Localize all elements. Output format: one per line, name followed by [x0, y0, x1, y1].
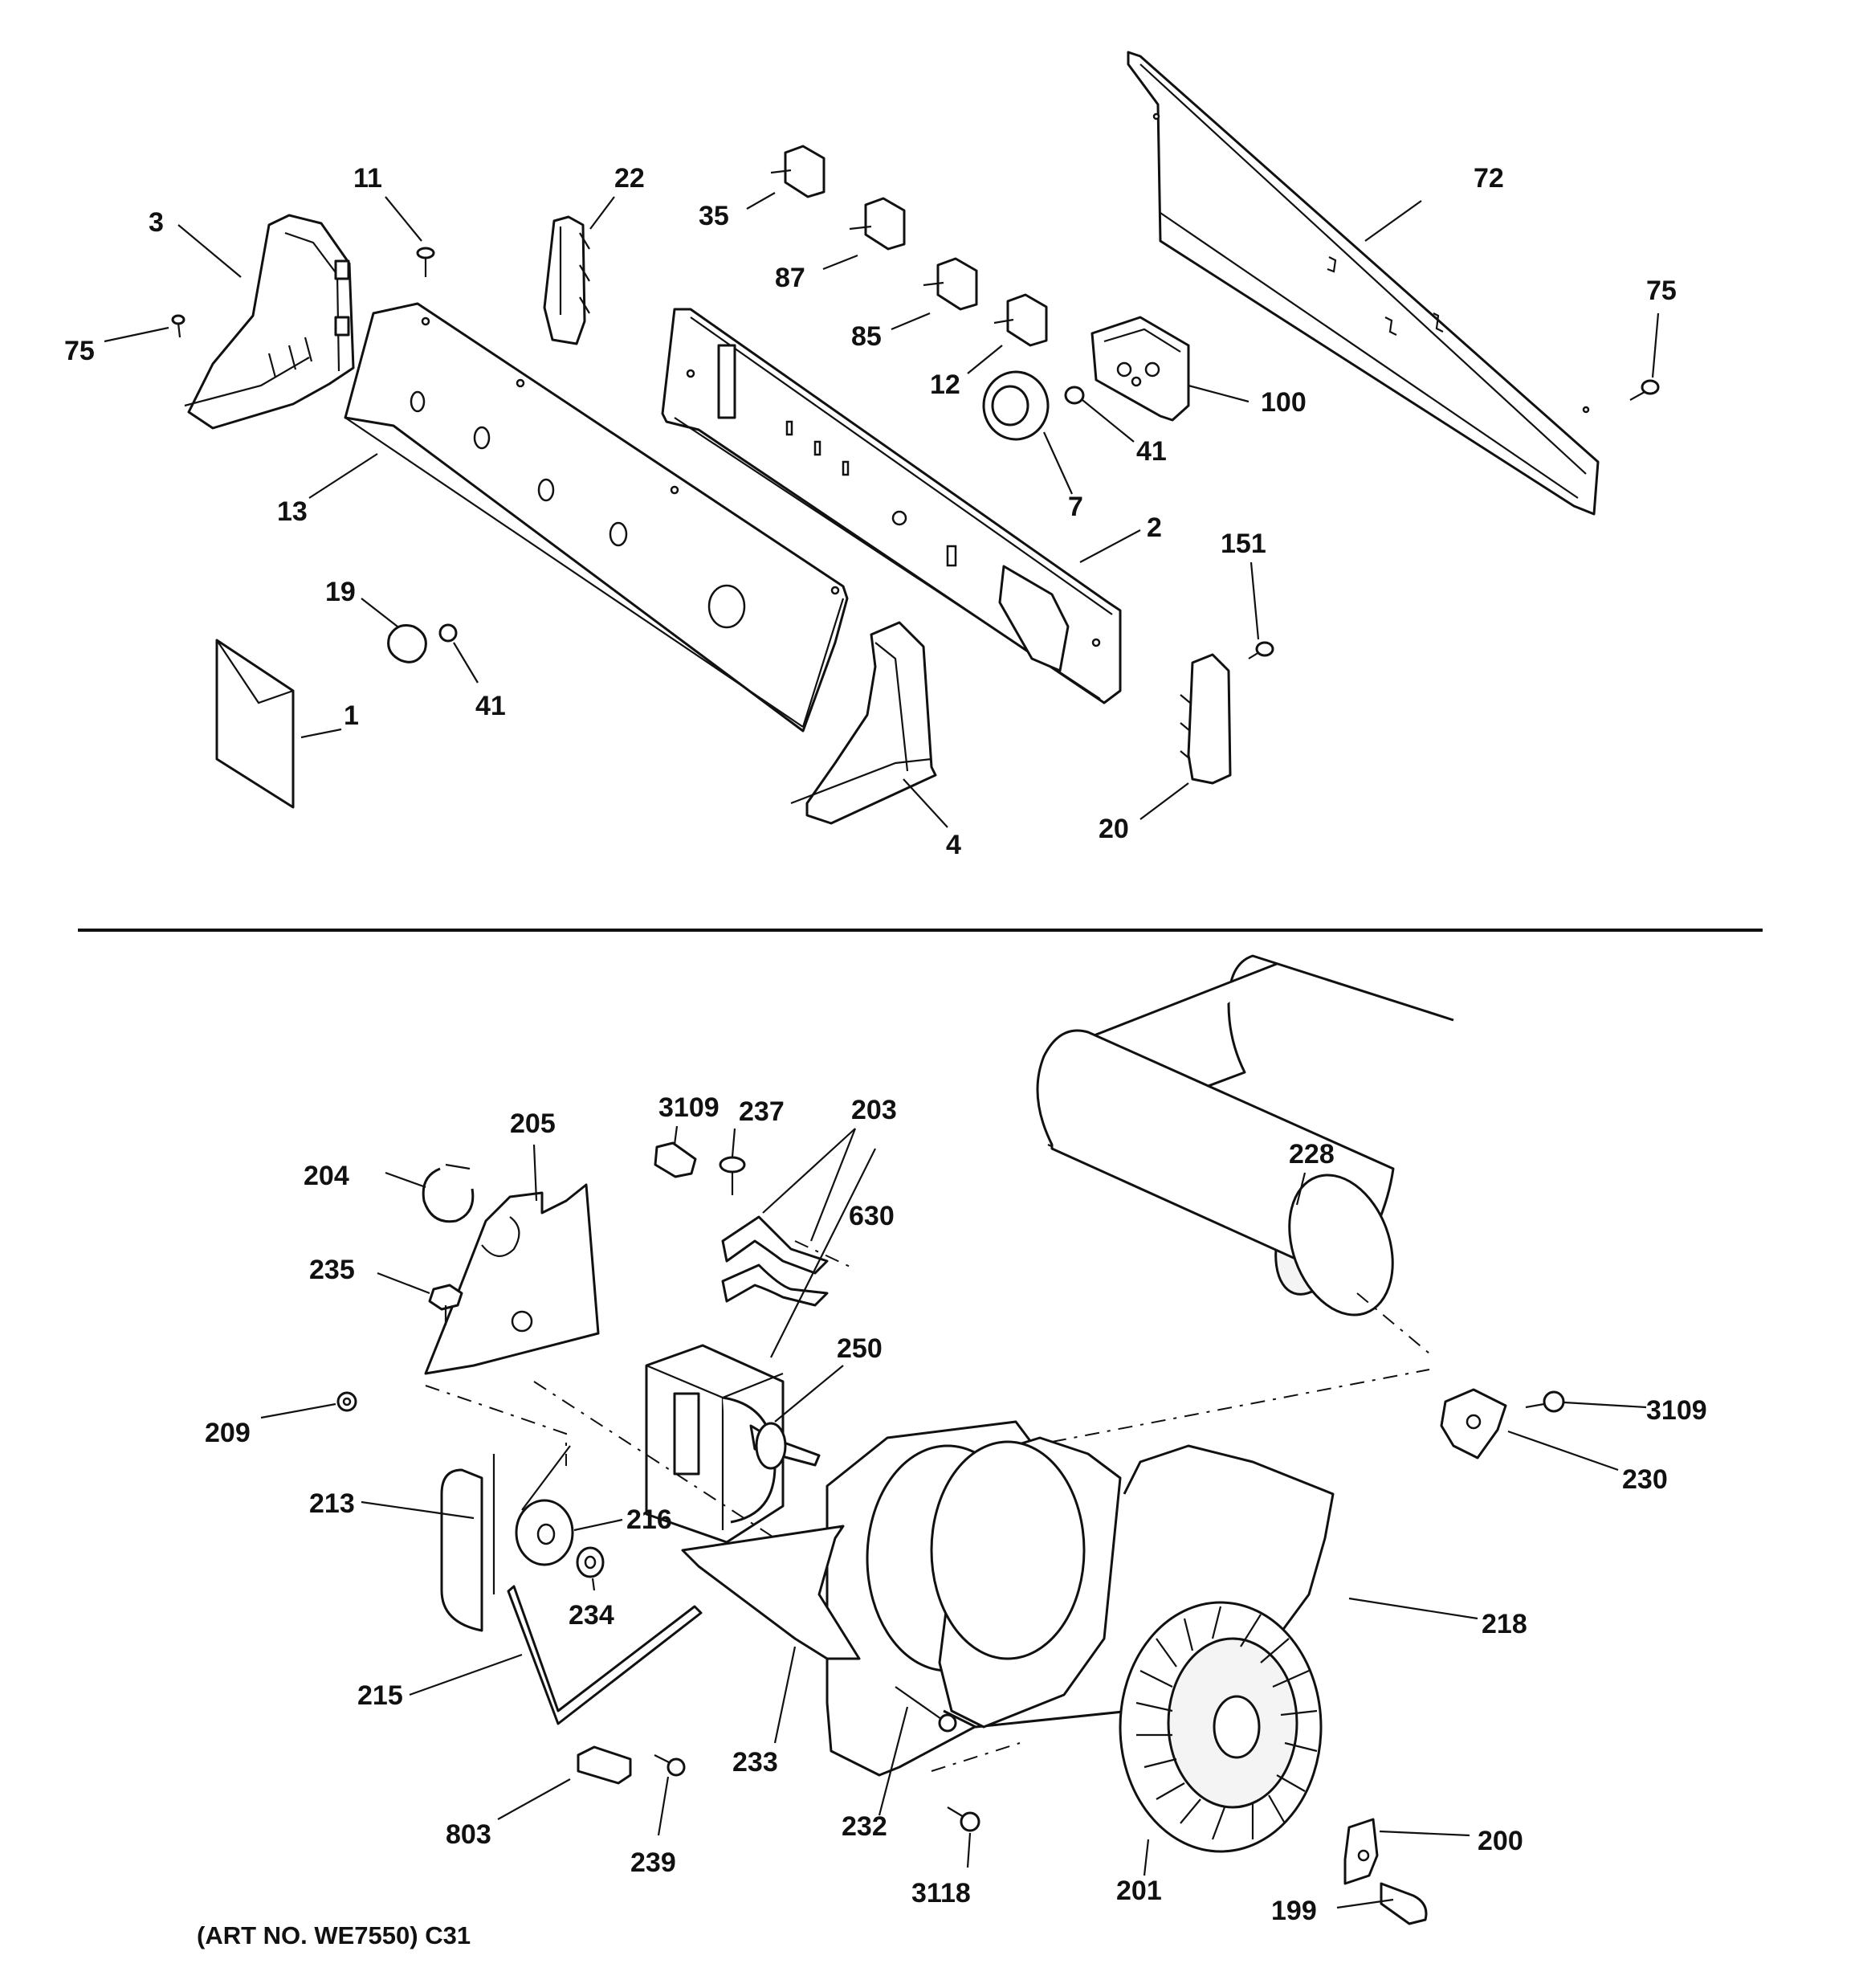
callout-233: 233 [732, 1747, 778, 1778]
part-3109-bolt-upper [654, 1141, 697, 1178]
callout-630: 630 [849, 1201, 895, 1231]
part-19-button [387, 624, 427, 663]
callout-151: 151 [1221, 529, 1266, 559]
callout-12: 12 [930, 369, 960, 400]
callout-22: 22 [614, 163, 645, 194]
callout-2: 2 [1147, 512, 1162, 543]
callout-labels: 3 11 22 35 87 85 12 72 75 75 13 100 41 7… [64, 163, 1707, 1949]
callout-75-left: 75 [64, 336, 95, 366]
part-228-exhaust-duct [1036, 954, 1454, 1316]
callout-232: 232 [842, 1811, 887, 1842]
callout-11: 11 [353, 163, 382, 194]
part-234-nut [576, 1546, 605, 1578]
callout-35: 35 [699, 201, 729, 231]
part-41-spring-lower [438, 623, 458, 643]
callout-7: 7 [1068, 492, 1083, 522]
callout-237: 237 [739, 1096, 785, 1127]
callout-218: 218 [1482, 1609, 1527, 1639]
part-213-rod [440, 1454, 495, 1632]
callout-199: 199 [1271, 1896, 1317, 1926]
part-205-motor-bracket [424, 1183, 600, 1375]
callout-239: 239 [630, 1847, 676, 1878]
callout-41-lower: 41 [475, 691, 506, 721]
callout-3109-right: 3109 [1646, 1395, 1707, 1426]
assembly-dash-lines [425, 1240, 1430, 1772]
part-22-end-bracket [543, 215, 590, 345]
part-4-right-endcap [790, 621, 937, 825]
callout-204: 204 [304, 1161, 349, 1191]
part-216-idler-pulley [515, 1445, 574, 1566]
part-239-screw [654, 1754, 686, 1777]
callout-87: 87 [775, 263, 805, 293]
part-218-blower-housing-rear [930, 1436, 1335, 1729]
part-7-knob [982, 370, 1050, 441]
lower-leader-lines [260, 1125, 1647, 1909]
part-3-left-endcap [184, 214, 355, 430]
callout-20: 20 [1099, 814, 1129, 844]
part-803-sensor [577, 1745, 632, 1785]
part-151-screw [1248, 641, 1274, 659]
callout-85: 85 [851, 321, 882, 352]
callout-72: 72 [1474, 163, 1504, 194]
callout-13: 13 [277, 496, 308, 527]
callout-200: 200 [1478, 1826, 1523, 1856]
part-75-screw-left [171, 314, 185, 338]
callout-41-upper: 41 [1136, 436, 1167, 467]
part-20-end-bracket [1180, 653, 1232, 785]
callout-250: 250 [837, 1333, 883, 1364]
part-235-screw [428, 1284, 463, 1325]
callout-213: 213 [309, 1488, 355, 1519]
callout-230: 230 [1622, 1464, 1668, 1495]
callout-216: 216 [626, 1504, 672, 1535]
part-237-screw [719, 1156, 746, 1195]
part-85-switch [923, 257, 978, 311]
callout-100: 100 [1261, 387, 1307, 418]
callout-215: 215 [357, 1680, 403, 1711]
part-230-thermostat [1440, 1388, 1507, 1459]
callout-234: 234 [569, 1600, 614, 1631]
part-209-nut [336, 1391, 357, 1412]
callout-205: 205 [510, 1108, 556, 1139]
part-72-backsplash-panel [1127, 51, 1600, 516]
part-201-blower-wheel [1119, 1601, 1323, 1853]
part-2-panel-frame [661, 308, 1122, 704]
part-41-knob-spring-upper [1064, 386, 1085, 405]
part-199-bolt [1380, 1882, 1428, 1925]
part-215-idler-rod [507, 1585, 703, 1725]
part-204-clip [422, 1163, 475, 1223]
callout-1: 1 [344, 700, 359, 731]
part-12-switch [993, 293, 1048, 347]
callout-75-right: 75 [1646, 276, 1677, 306]
upper-leader-lines [104, 192, 1660, 828]
art-number: (ART NO. WE7550) C31 [197, 1921, 471, 1949]
callout-203: 203 [851, 1095, 897, 1125]
part-232-screw [895, 1686, 957, 1733]
callout-235: 235 [309, 1255, 355, 1285]
callout-3118: 3118 [911, 1878, 971, 1908]
callout-228: 228 [1289, 1139, 1335, 1170]
part-100-timer [1090, 316, 1190, 422]
part-87-switch [849, 197, 906, 251]
part-35-switch [770, 145, 826, 198]
callout-19: 19 [325, 577, 356, 607]
part-11-screw [416, 247, 435, 277]
part-1-envelope [215, 639, 295, 809]
callout-4: 4 [946, 830, 961, 860]
callout-209: 209 [205, 1418, 251, 1448]
part-250-motor-shaft [749, 1422, 821, 1470]
part-13-control-panel [344, 302, 849, 733]
part-203-motor-clamps [721, 1215, 829, 1307]
callout-3109-upper: 3109 [658, 1092, 720, 1123]
part-75-screw-right [1629, 379, 1660, 401]
part-3109-bolt-right [1525, 1390, 1565, 1413]
part-3118-screw [947, 1806, 980, 1832]
callout-3: 3 [149, 207, 164, 238]
part-200-clip [1343, 1818, 1379, 1885]
callout-803: 803 [446, 1819, 491, 1850]
callout-201: 201 [1116, 1876, 1162, 1906]
